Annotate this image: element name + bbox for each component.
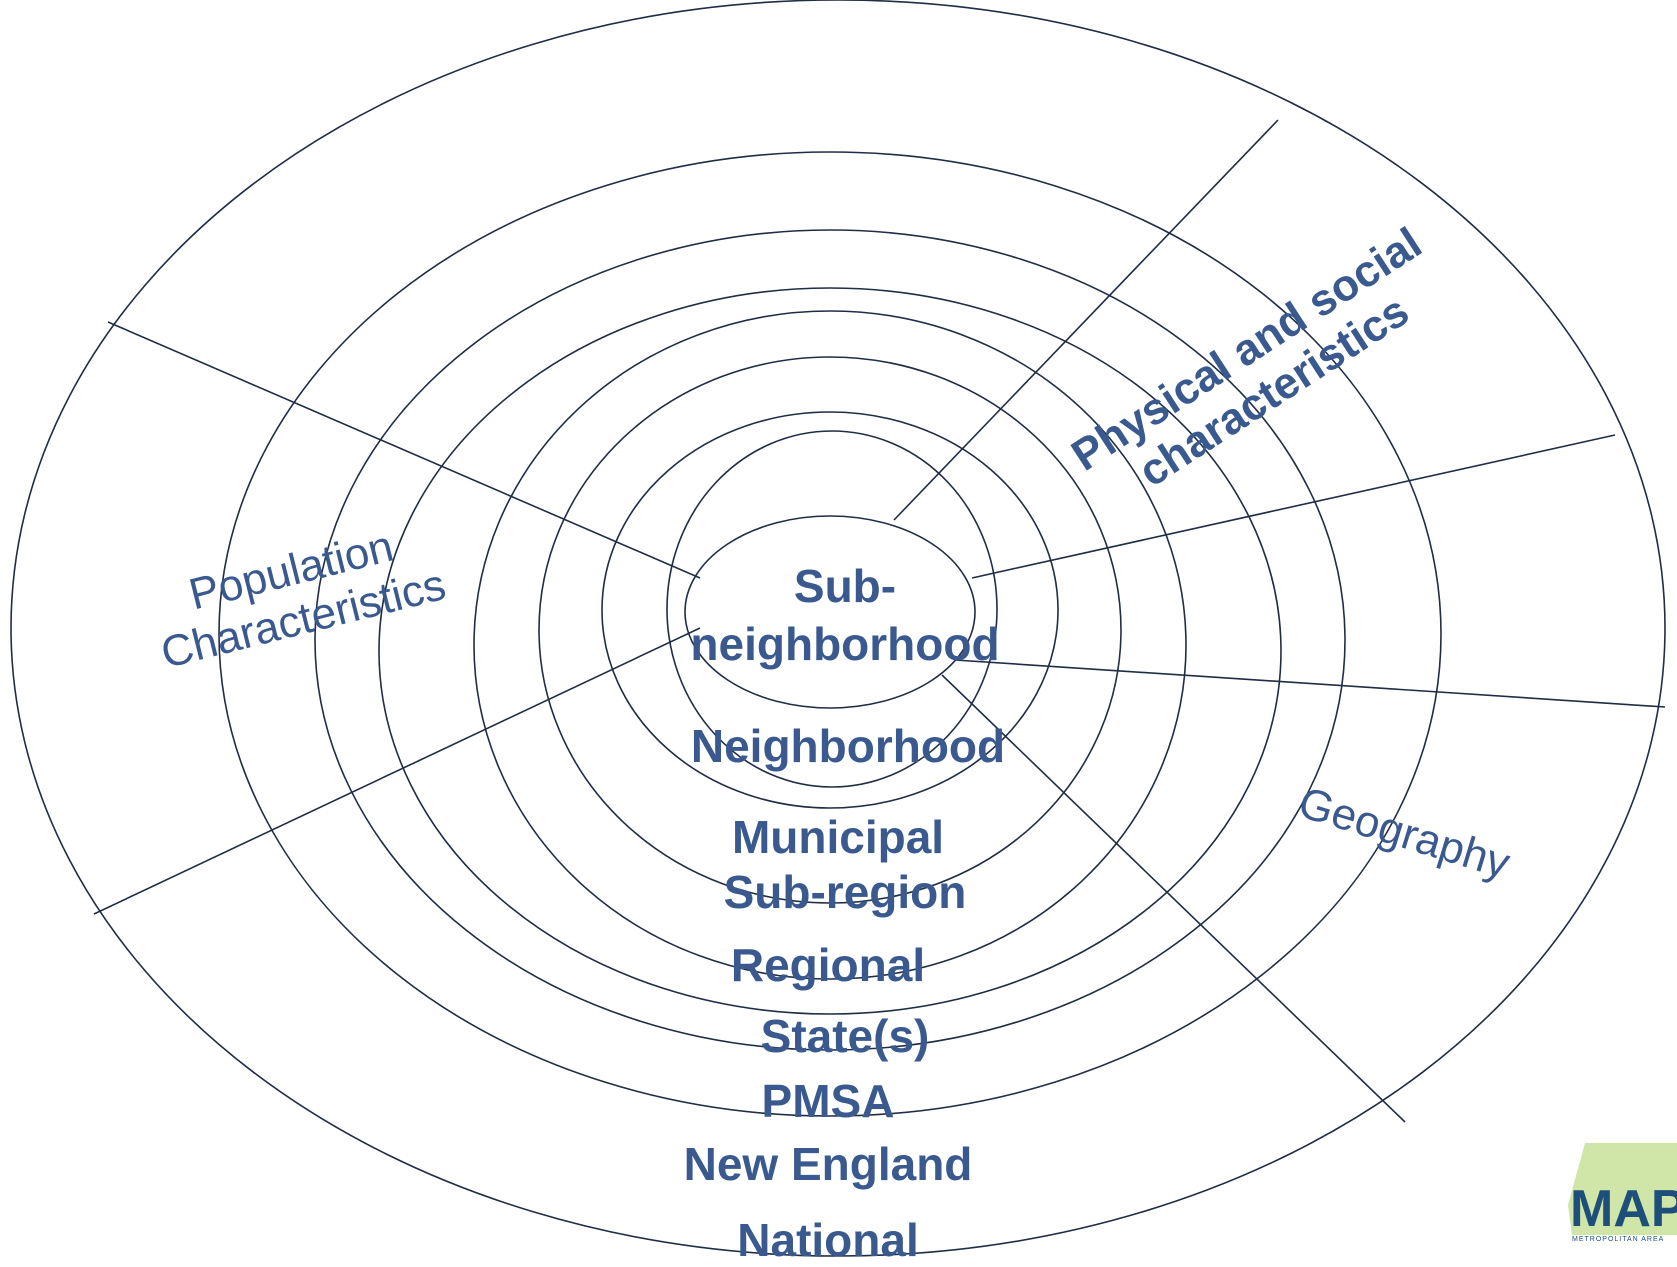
level-label-pmsa: PMSA [762, 1075, 895, 1127]
sector-label-physical: Physical and social characteristics [1063, 218, 1430, 496]
sector-label-population: Population Characteristics [156, 522, 450, 678]
ring-states [378, 287, 1282, 1015]
level-label-states: State(s) [761, 1010, 930, 1062]
sector-label-geography: Geography [1293, 778, 1516, 889]
ring-neighborhood [666, 430, 998, 788]
level-label-sub: Sub- [794, 560, 896, 612]
logo-subtext: METROPOLITAN AREA [1572, 1236, 1664, 1243]
level-label-new-england: New England [684, 1138, 973, 1190]
ring-sub-region [538, 356, 1122, 904]
level-label-municipal: Municipal [732, 811, 944, 863]
ring-national [10, 0, 1666, 1257]
logo-green-shape [1568, 1143, 1677, 1235]
level-label-regional: Regional [731, 939, 925, 991]
level-label-neighborhood: Neighborhood [691, 720, 1005, 772]
ring-sub-neighborhood [684, 515, 976, 709]
divider-right-lower [954, 659, 1666, 708]
ring-pmsa [314, 229, 1346, 1051]
ring-municipal [601, 411, 1059, 809]
divider-upper-right [893, 119, 1279, 521]
divider-upper-left [107, 321, 701, 579]
logo-text: MAP [1570, 1180, 1677, 1238]
divider-right-upper [971, 434, 1616, 579]
divider-lower-left [93, 627, 701, 915]
ring-new-england [218, 151, 1442, 1117]
level-label-national: National [737, 1214, 918, 1266]
ring-regional [473, 310, 1187, 980]
map-logo: MAP METROPOLITAN AREA [1568, 1143, 1677, 1243]
divider-lower-right [941, 674, 1406, 1123]
level-label-sub-region: Sub-region [724, 866, 967, 918]
level-label-sub-neighborhood: neighborhood [690, 618, 999, 670]
